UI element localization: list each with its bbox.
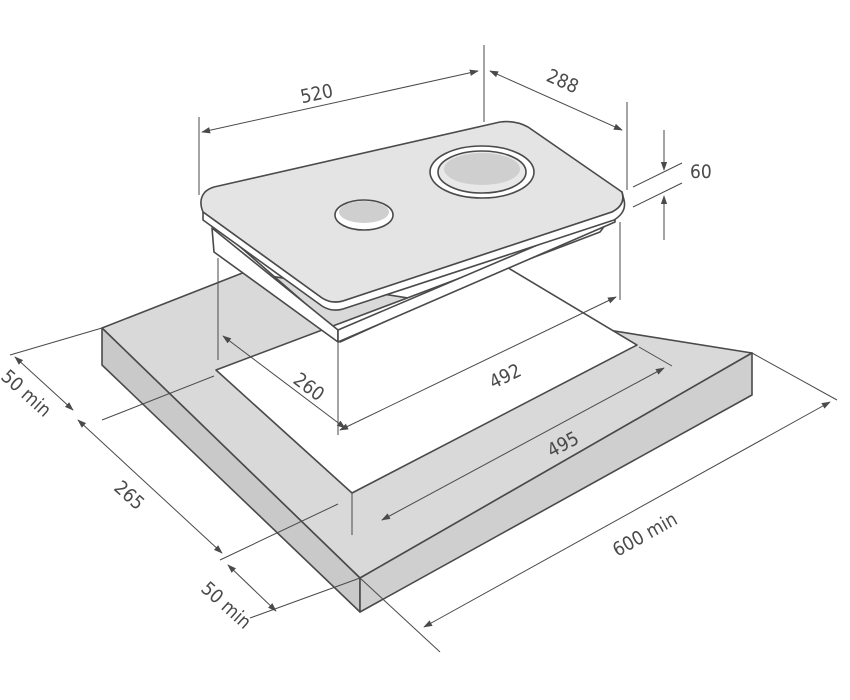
dim-line-265 [77, 419, 223, 554]
worktop [101, 262, 753, 613]
label-counter-depth: 265 [110, 476, 149, 514]
dim-line-50-back [227, 564, 277, 612]
dim-line-600 [423, 401, 831, 628]
dim-line-260 [222, 335, 346, 429]
label-back-margin: 50 min [197, 577, 256, 633]
dimension-lines [14, 69, 831, 628]
hob-glass-edge [202, 191, 626, 311]
dim-line-520 [201, 69, 479, 134]
label-front-margin: 50 min [0, 365, 55, 421]
dim-line-50-front [14, 356, 74, 411]
small-burner [334, 199, 394, 231]
label-worktop-width: 600 min [609, 508, 681, 561]
label-hob-height: 60 [690, 161, 712, 183]
label-hob-depth: 288 [543, 65, 582, 98]
large-burner [429, 145, 535, 199]
dim-line-288 [489, 70, 623, 131]
